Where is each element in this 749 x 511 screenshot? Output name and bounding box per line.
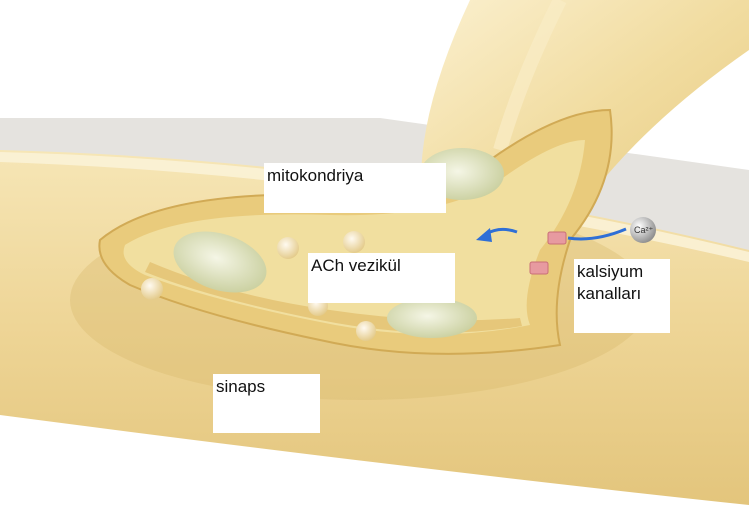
ach-vesicle-label-text: ACh vezikül	[311, 256, 401, 275]
ach-vesicle	[356, 321, 376, 341]
ach-vesicle	[141, 278, 163, 300]
calcium-channels-label: kalsiyum kanalları	[574, 259, 670, 333]
calcium-channel	[530, 262, 548, 274]
mitochondria-label: mitokondriya	[264, 163, 446, 213]
mitochondria-label-text: mitokondriya	[267, 166, 363, 185]
ach-vesicle-label: ACh vezikül	[308, 253, 455, 303]
calcium-ion-label: Ca²⁺	[634, 225, 654, 235]
synapse-label-text: sinaps	[216, 377, 265, 396]
ach-vesicle	[343, 231, 365, 253]
synapse-label: sinaps	[213, 374, 320, 433]
mitochondrion	[387, 298, 477, 338]
ach-vesicle	[277, 237, 299, 259]
calcium-channel	[548, 232, 566, 244]
calcium-channels-label-line1: kalsiyum	[577, 261, 667, 283]
calcium-channels-label-line2: kanalları	[577, 283, 667, 305]
